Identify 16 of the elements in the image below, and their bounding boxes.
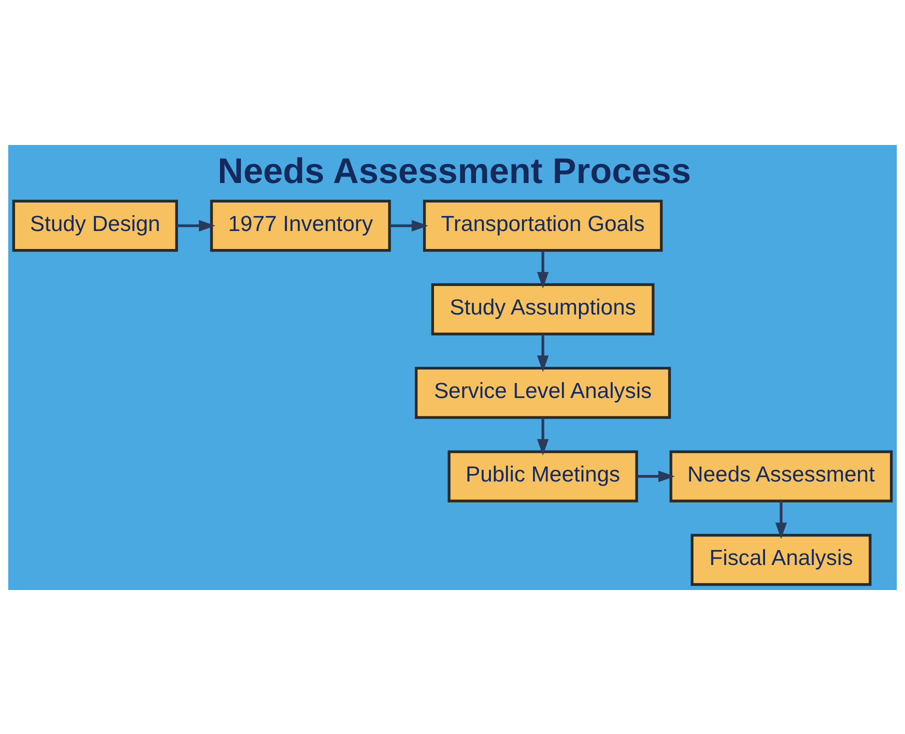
node-box: Study Design <box>12 199 178 252</box>
node-box: Study Assumptions <box>431 282 654 335</box>
arrow <box>537 334 549 372</box>
node-box: Service Level Analysis <box>414 366 671 418</box>
node-box: Needs Assessment <box>670 450 893 502</box>
node-box: Transportation Goals <box>423 199 663 252</box>
arrow <box>176 220 216 232</box>
node-box: Fiscal Analysis <box>690 533 872 586</box>
node-box: 1977 Inventory <box>210 199 391 252</box>
diagram-title: Needs Assessment Process <box>218 150 692 191</box>
arrow <box>537 417 549 456</box>
arrow <box>775 500 787 539</box>
arrow <box>537 250 549 288</box>
arrow <box>390 220 428 232</box>
node-box: Public Meetings <box>448 450 638 502</box>
arrow <box>636 470 675 482</box>
